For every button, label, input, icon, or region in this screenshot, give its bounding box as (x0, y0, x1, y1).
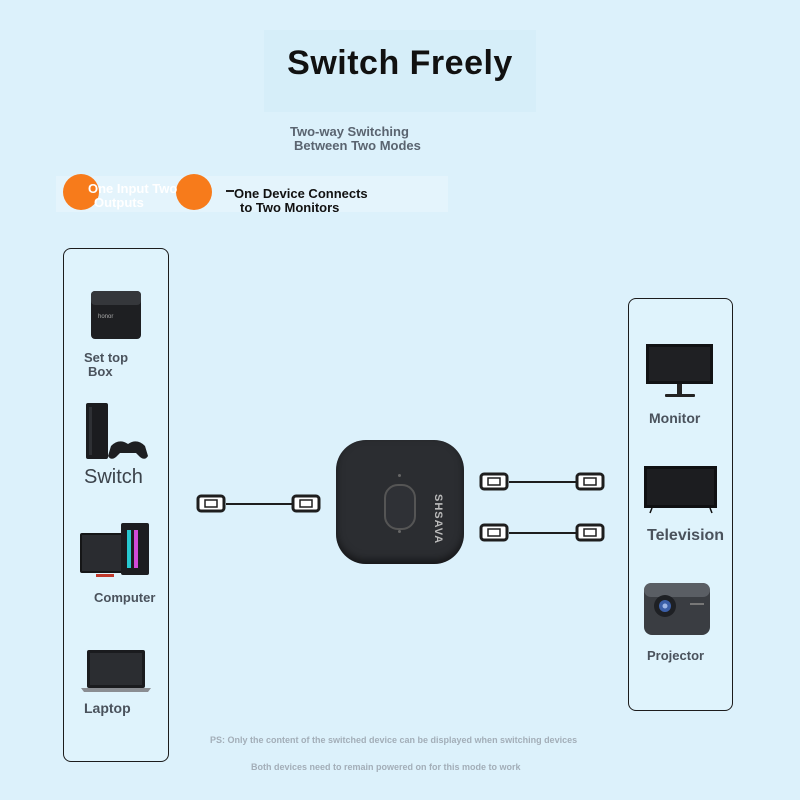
svg-text:honor: honor (98, 314, 113, 320)
mode-b-line-2: to Two Monitors (240, 200, 340, 215)
computer-icon (80, 523, 149, 577)
ps-note: PS: Only the content of the switched dev… (210, 735, 578, 745)
mode-a-line-1: One Input Two (88, 181, 178, 196)
television-icon (644, 466, 717, 514)
projector-icon (644, 583, 710, 635)
output-hdmi-cable-2 (479, 523, 605, 542)
mode-a-badge-left (63, 174, 99, 210)
page-title: Switch Freely (287, 44, 513, 82)
subtitle: Two-way Switching Between Two Modes (290, 125, 421, 153)
mode-b-label: One Device Connects to Two Monitors (234, 187, 368, 215)
subtitle-line-2: Between Two Modes (294, 138, 421, 153)
mode-band (56, 176, 448, 212)
title-background (264, 30, 536, 112)
set-top-box-label-line-1: Set top (84, 350, 129, 365)
projector-label: Projector (647, 648, 705, 663)
laptop-icon (81, 650, 151, 692)
input-hdmi-cable (196, 494, 321, 513)
power-note: Both devices need to remain powered on f… (251, 762, 521, 772)
set-top-box-label-line-2: Box (88, 364, 113, 379)
set-top-box-label: Set top Box (84, 351, 128, 379)
mode-a-label: One Input Two Outputs (88, 182, 214, 210)
television-label: Television (647, 527, 725, 544)
game-console-icon (86, 403, 148, 459)
switch-toggle-button[interactable] (384, 484, 416, 530)
laptop-label: Laptop (84, 700, 131, 716)
monitor-icon (646, 344, 713, 397)
mode-a-line-2: Outputs (94, 195, 144, 210)
mode-a-badge-right (176, 174, 212, 210)
indicator-light-1 (398, 474, 401, 477)
mode-b-line-1: One Device Connects (234, 186, 368, 201)
indicator-light-2 (398, 530, 401, 533)
device-brand-label: SHSAVA (432, 494, 444, 545)
monitor-label: Monitor (649, 410, 701, 426)
output-hdmi-cable-1 (479, 472, 605, 491)
subtitle-line-1: Two-way Switching (290, 124, 409, 139)
switch-label: Switch (84, 466, 143, 488)
mode-divider (226, 190, 234, 192)
computer-label: Computer (94, 590, 156, 605)
set-top-box-icon: honor (91, 291, 141, 339)
